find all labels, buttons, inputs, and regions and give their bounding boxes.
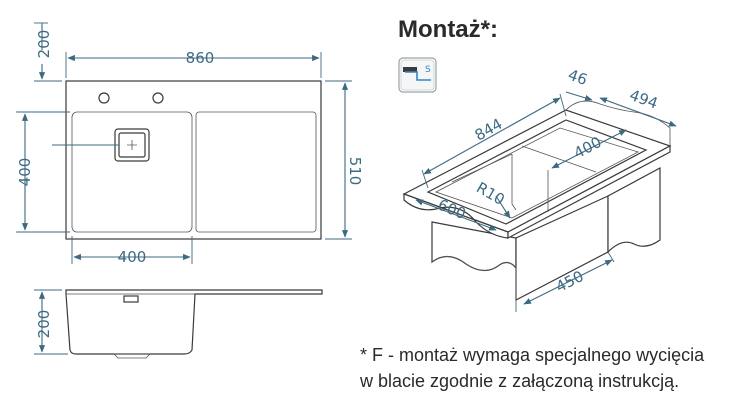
icon-letter: S bbox=[425, 65, 431, 75]
tap-hole-right bbox=[152, 92, 164, 104]
dim-844: 844 bbox=[472, 115, 506, 145]
dim-200-top: 200 bbox=[35, 30, 53, 59]
dim-400-vertical: 400 bbox=[16, 158, 34, 187]
dim-400-horizontal: 400 bbox=[118, 248, 147, 266]
dim-860: 860 bbox=[186, 49, 215, 67]
overflow-slot bbox=[123, 295, 139, 303]
undermount-icon: S bbox=[398, 57, 437, 93]
tap-hole-left bbox=[98, 92, 110, 104]
dim-line-450 bbox=[523, 259, 613, 305]
note-line-1: * F - montaż wymaga specjalnego wycięcia bbox=[360, 345, 705, 365]
side-profile bbox=[65, 289, 323, 355]
note-line-2: w blacie zgodnie z załączoną instrukcją. bbox=[360, 371, 680, 391]
isometric-view: 844 46 494 400 R10 600 450 bbox=[402, 66, 677, 312]
cabinet-right-side bbox=[607, 166, 661, 254]
dim-494: 494 bbox=[627, 86, 660, 113]
drain-center-cross bbox=[127, 140, 137, 150]
dim-line-494 bbox=[599, 97, 677, 127]
dim-510: 510 bbox=[346, 157, 364, 186]
dim-200-side: 200 bbox=[35, 310, 53, 339]
dim-line-844 bbox=[423, 97, 561, 175]
drainboard-outline bbox=[195, 111, 317, 233]
dim-line-400-iso bbox=[551, 129, 627, 169]
side-view: 200 bbox=[34, 289, 323, 359]
top-view: 860 510 200 400 400 bbox=[16, 22, 364, 266]
dim-46: 46 bbox=[566, 66, 590, 89]
mount-title: Montaż*: bbox=[398, 16, 498, 43]
sink-outline bbox=[65, 80, 322, 240]
dim-line-r10 bbox=[495, 195, 511, 219]
countertop-right-edge bbox=[507, 145, 671, 239]
bowl-outline bbox=[71, 111, 193, 233]
dim-line-600 bbox=[415, 199, 497, 231]
dim-line-46 bbox=[565, 91, 593, 101]
drain-stub bbox=[113, 353, 151, 359]
